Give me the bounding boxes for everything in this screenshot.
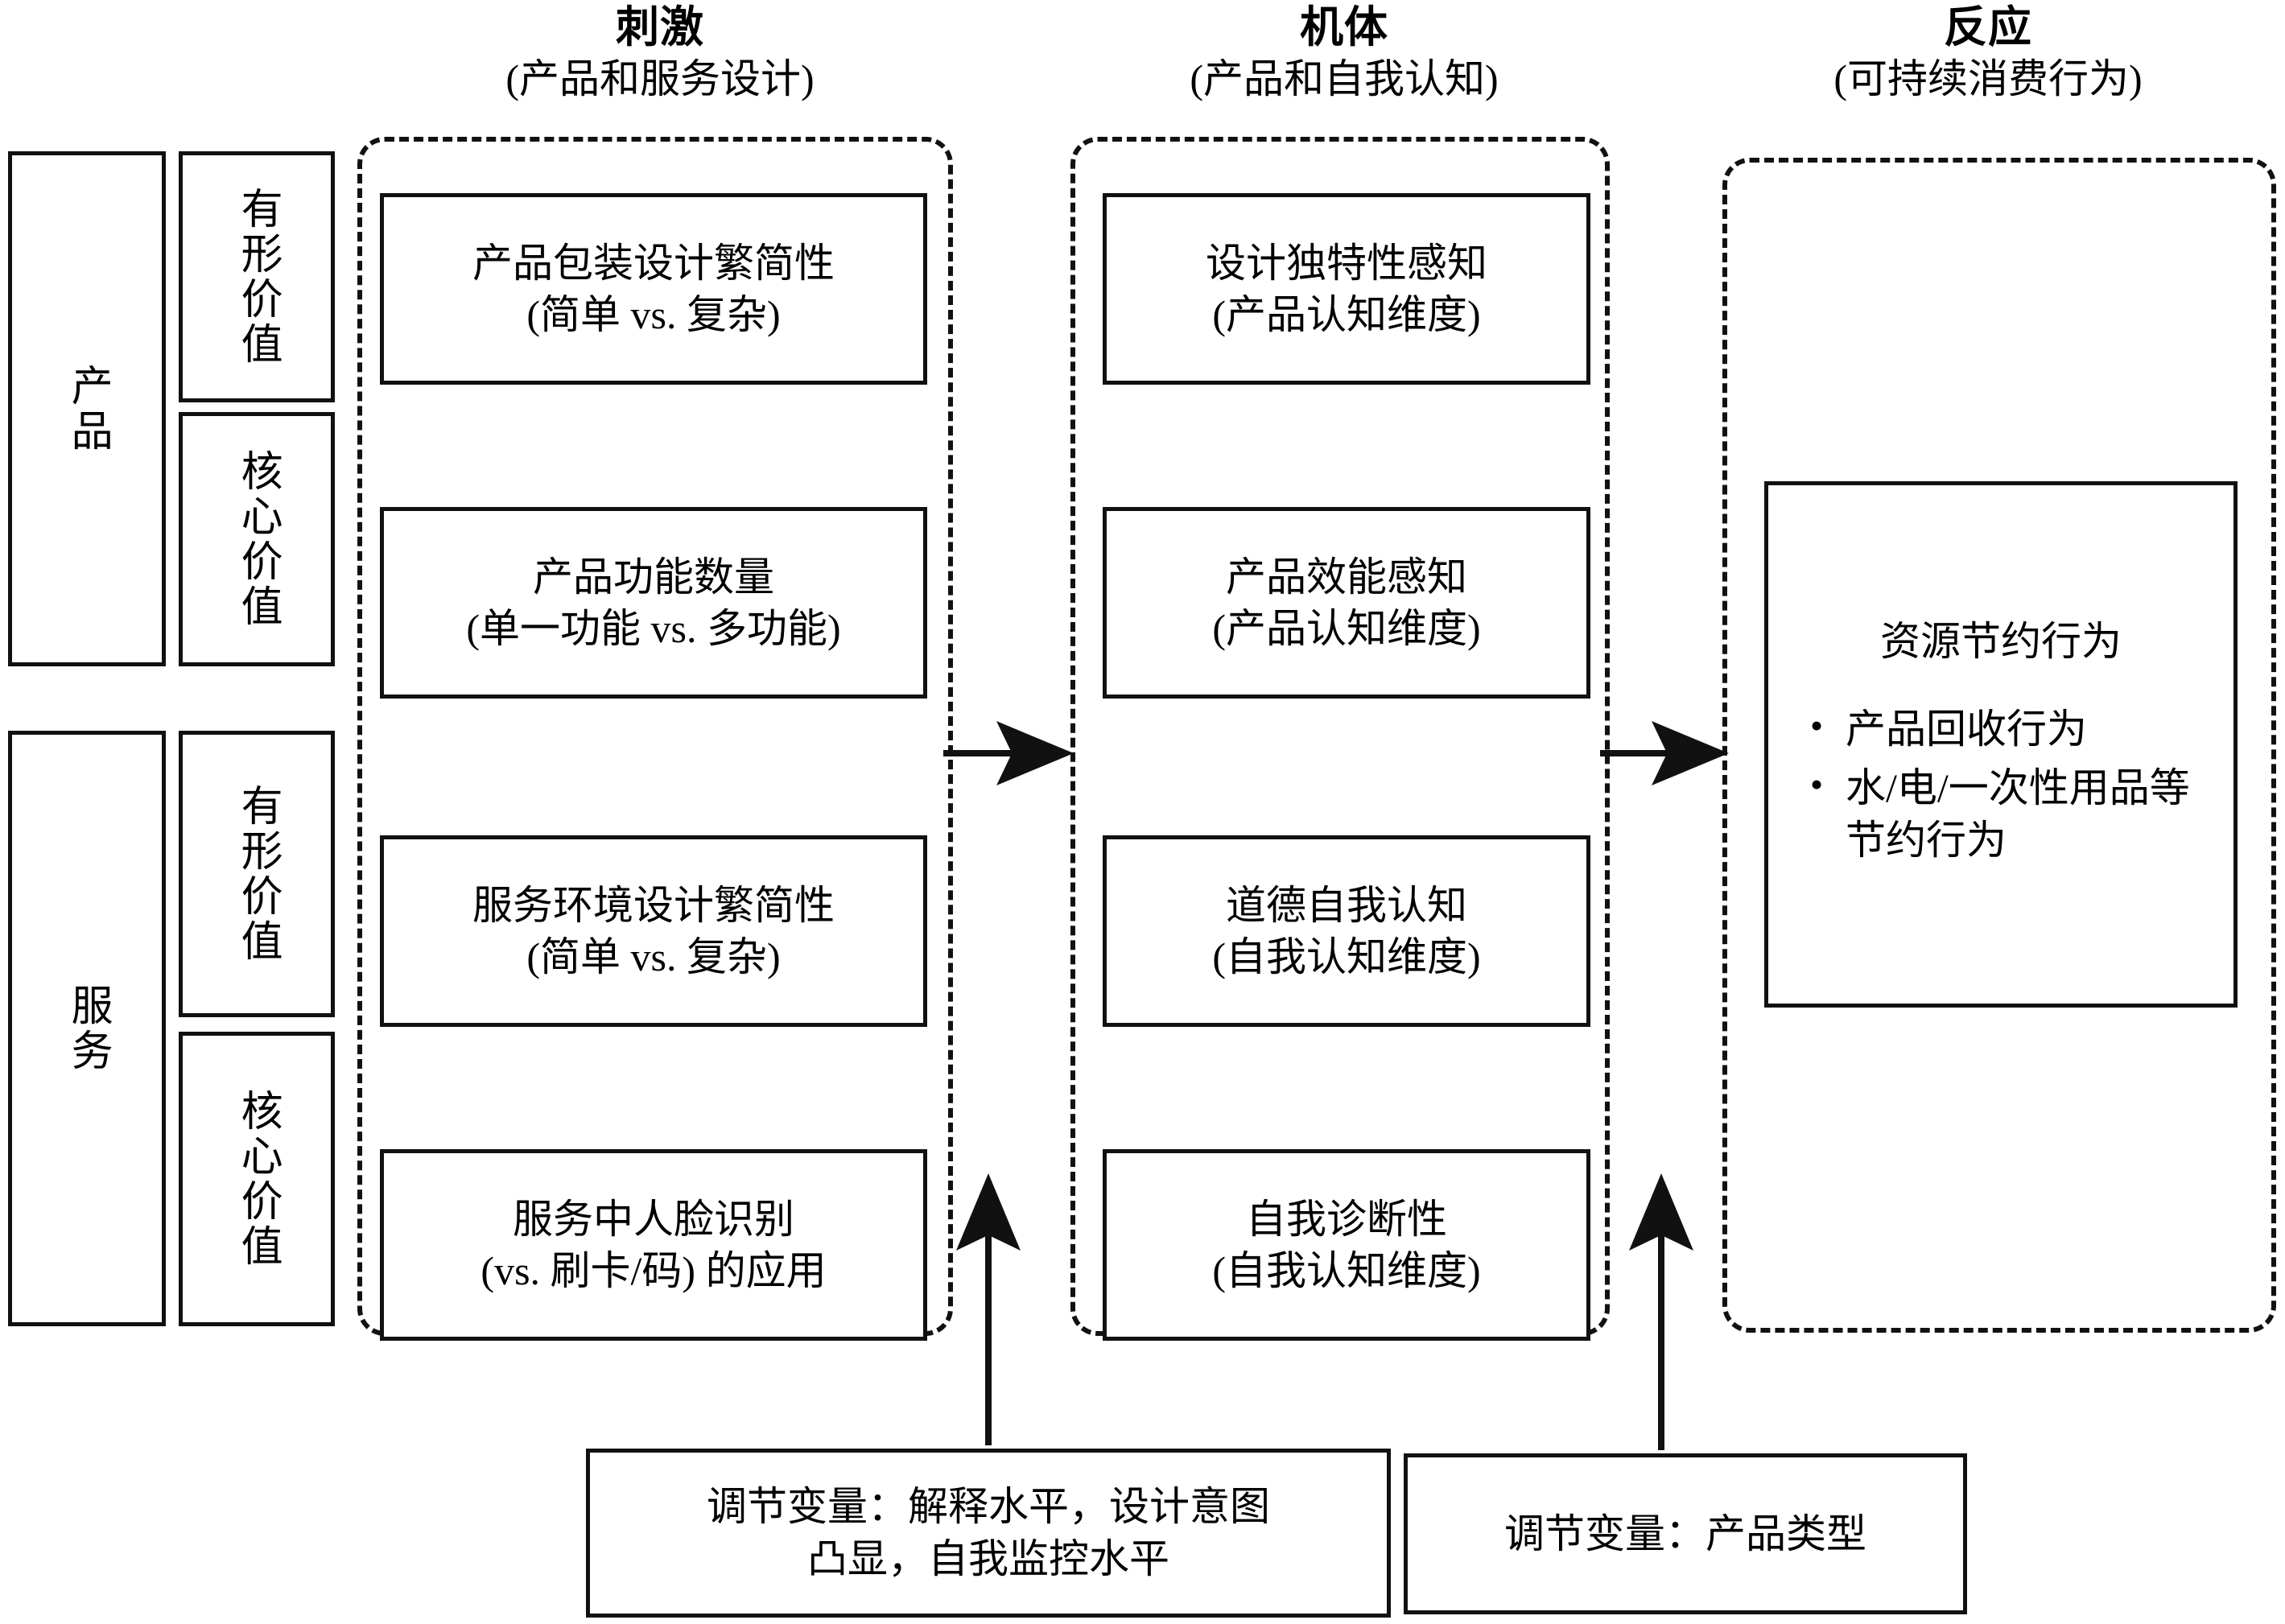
left-group-product: 产品 — [8, 151, 166, 666]
organism-box-4-line1: 自我诊断性 — [1246, 1197, 1447, 1242]
left-value-product-core-label: 核心价值 — [234, 449, 281, 629]
organism-box-2-line1: 产品效能感知 — [1226, 554, 1467, 600]
moderator-box-2-line1: 调节变量：产品类型 — [1504, 1511, 1866, 1556]
left-value-service-core: 核心价值 — [179, 1032, 335, 1326]
stimulus-box-3: 服务环境设计繁简性 (简单 vs. 复杂) — [380, 835, 927, 1027]
response-bullet-1: 产品回收行为 — [1804, 702, 2198, 756]
organism-box-1-line2: (产品认知维度) — [1212, 292, 1481, 337]
organism-box-3-line1: 道德自我认知 — [1226, 883, 1467, 928]
column-header-organism: 机体 (产品和自我认知) — [1062, 3, 1626, 101]
left-group-service-label: 服务 — [64, 983, 111, 1074]
stimulus-box-4-line1: 服务中人脸识别 — [513, 1197, 794, 1242]
stimulus-box-1: 产品包装设计繁简性 (简单 vs. 复杂) — [380, 193, 927, 385]
column-title-response: 反应 — [1944, 3, 2032, 52]
organism-box-2: 产品效能感知 (产品认知维度) — [1103, 507, 1590, 699]
stimulus-box-2-line2: (单一功能 vs. 多功能) — [466, 606, 841, 651]
response-box: 资源节约行为 产品回收行为 水/电/一次性用品等节约行为 — [1764, 481, 2238, 1008]
column-title-stimulus: 刺激 — [616, 3, 704, 52]
column-subtitle-organism: (产品和自我认知) — [1190, 56, 1499, 102]
moderator-box-1-line2: 凸显，自我监控水平 — [807, 1536, 1169, 1581]
stimulus-box-3-line1: 服务环境设计繁简性 — [472, 883, 835, 928]
organism-box-4: 自我诊断性 (自我认知维度) — [1103, 1149, 1590, 1341]
stimulus-box-2-line1: 产品功能数量 — [533, 554, 774, 600]
stimulus-box-1-line2: (简单 vs. 复杂) — [526, 292, 781, 337]
organism-box-4-line2: (自我认知维度) — [1212, 1248, 1481, 1293]
moderator-box-2: 调节变量：产品类型 — [1404, 1453, 1967, 1614]
left-group-product-label: 产品 — [64, 364, 111, 454]
stimulus-box-3-line2: (简单 vs. 复杂) — [526, 934, 781, 979]
left-value-service-tangible-label: 有形价值 — [234, 784, 281, 964]
column-title-organism: 机体 — [1300, 3, 1388, 52]
left-group-service: 服务 — [8, 731, 166, 1326]
stimulus-box-1-line1: 产品包装设计繁简性 — [472, 241, 835, 286]
organism-box-1-line1: 设计独特性感知 — [1206, 241, 1487, 286]
response-bullet-list: 产品回收行为 水/电/一次性用品等节约行为 — [1804, 702, 2198, 873]
left-value-product-core: 核心价值 — [179, 412, 335, 666]
organism-box-3-line2: (自我认知维度) — [1212, 934, 1481, 979]
left-value-product-tangible: 有形价值 — [179, 151, 335, 402]
organism-box-1: 设计独特性感知 (产品认知维度) — [1103, 193, 1590, 385]
stimulus-box-2: 产品功能数量 (单一功能 vs. 多功能) — [380, 507, 927, 699]
organism-box-3: 道德自我认知 (自我认知维度) — [1103, 835, 1590, 1027]
left-value-product-tangible-label: 有形价值 — [234, 187, 281, 367]
column-header-response: 反应 (可持续消费行为) — [1706, 3, 2270, 101]
moderator-box-1: 调节变量：解释水平，设计意图 凸显，自我监控水平 — [586, 1449, 1391, 1618]
stimulus-box-4-line2: (vs. 刷卡/码) 的应用 — [481, 1248, 827, 1293]
column-subtitle-response: (可持续消费行为) — [1833, 56, 2143, 102]
moderator-box-1-line1: 调节变量：解释水平，设计意图 — [707, 1484, 1270, 1529]
column-header-stimulus: 刺激 (产品和服务设计) — [354, 3, 966, 101]
left-value-service-core-label: 核心价值 — [234, 1089, 281, 1269]
stimulus-box-4: 服务中人脸识别 (vs. 刷卡/码) 的应用 — [380, 1149, 927, 1341]
column-subtitle-stimulus: (产品和服务设计) — [505, 56, 815, 102]
response-bullet-2: 水/电/一次性用品等节约行为 — [1804, 760, 2198, 867]
left-value-service-tangible: 有形价值 — [179, 731, 335, 1017]
response-box-title: 资源节约行为 — [1880, 619, 2122, 664]
organism-box-2-line2: (产品认知维度) — [1212, 606, 1481, 651]
